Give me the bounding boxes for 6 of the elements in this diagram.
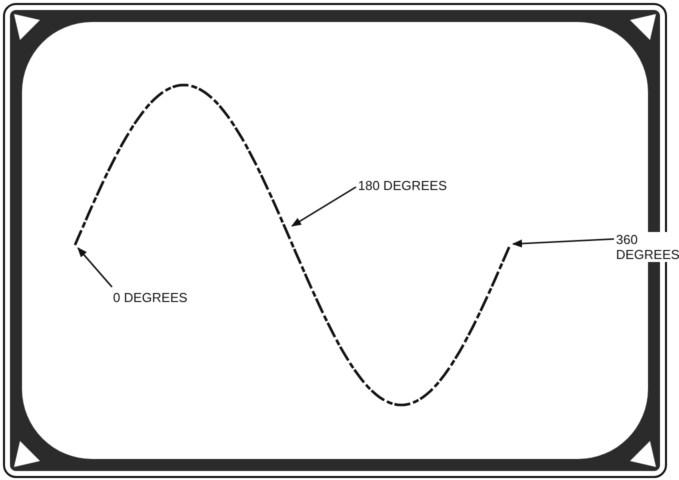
degree-label: 0 DEGREES	[112, 290, 188, 305]
degree-label: 360 DEGREES	[615, 232, 679, 262]
leader-line	[291, 186, 356, 227]
degree-label: 180 DEGREES	[357, 178, 448, 193]
leader-line	[512, 238, 614, 248]
leader-line	[77, 247, 113, 288]
